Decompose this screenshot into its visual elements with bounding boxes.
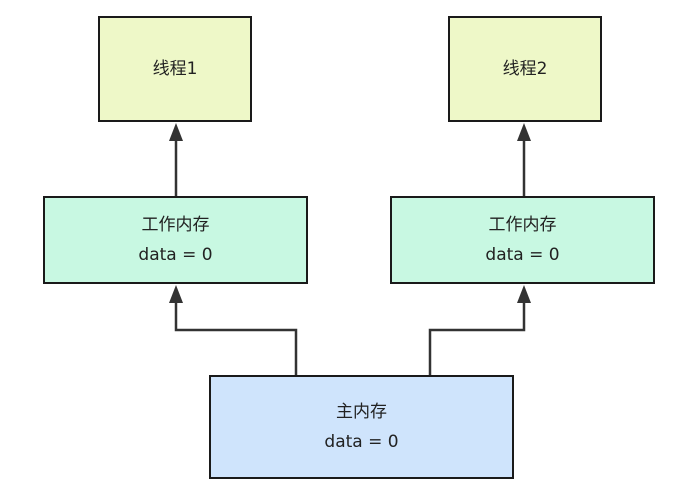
working-memory-2-box: 工作内存 data = 0	[390, 196, 655, 284]
thread-1-label: 线程1	[152, 59, 198, 79]
thread-2-box: 线程2	[448, 16, 602, 122]
working-memory-1-box: 工作内存 data = 0	[43, 196, 308, 284]
thread-2-label: 线程2	[502, 59, 548, 79]
main-memory-box: 主内存 data = 0	[209, 375, 514, 479]
thread-1-box: 线程1	[98, 16, 252, 122]
working-memory-1-title: 工作内存	[141, 215, 210, 235]
main-memory-title: 主内存	[336, 402, 387, 422]
arrowhead-thread2	[517, 123, 531, 141]
arrow-main-to-work2	[428, 302, 526, 375]
arrowhead-thread1	[169, 123, 183, 141]
working-memory-2-value: data = 0	[485, 245, 560, 265]
arrow-main-to-work1	[174, 302, 298, 375]
working-memory-1-value: data = 0	[138, 245, 213, 265]
arrowhead-work2	[517, 285, 531, 303]
arrowhead-work1	[169, 285, 183, 303]
working-memory-2-title: 工作内存	[488, 215, 557, 235]
main-memory-value: data = 0	[324, 432, 399, 452]
